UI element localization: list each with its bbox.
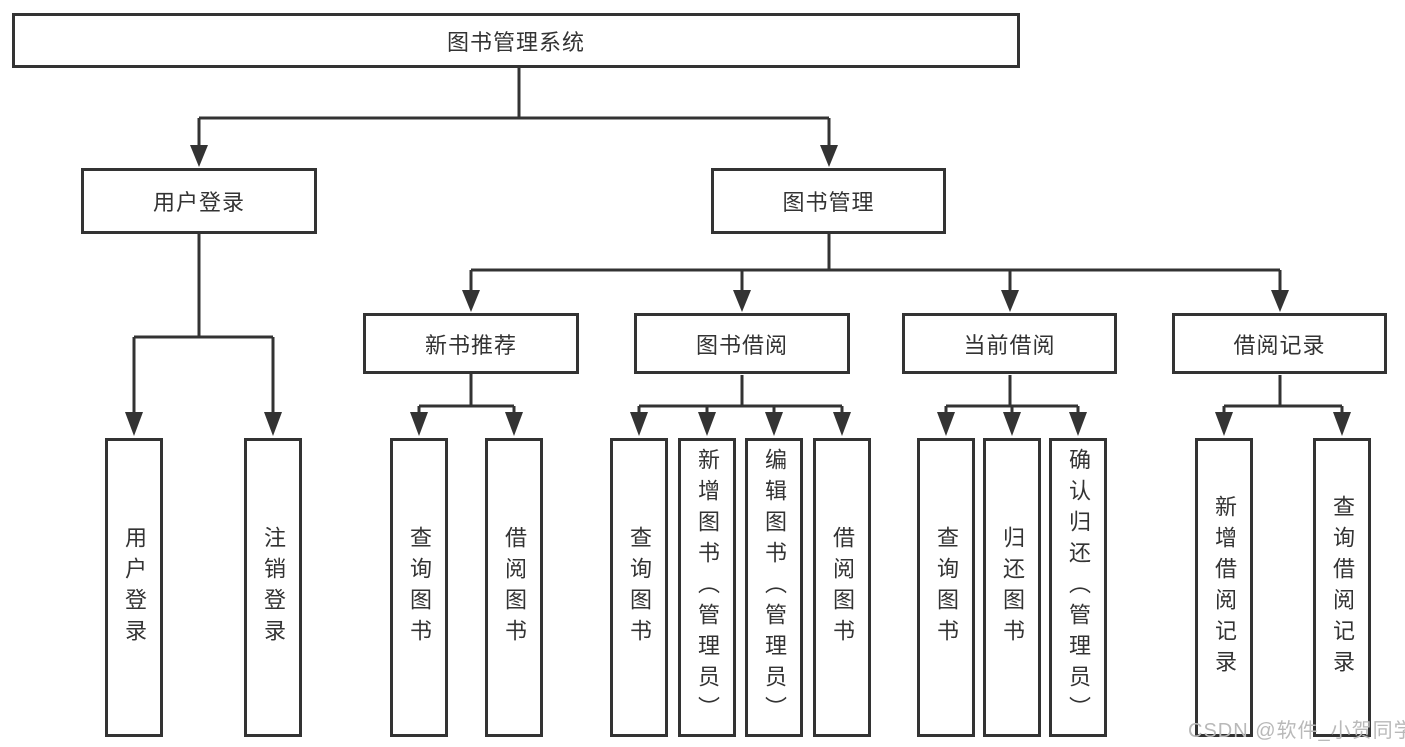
node-label: 用户登录 <box>122 525 147 650</box>
node-user-login: 用户登录 <box>81 168 317 234</box>
node-label: 借阅图书 <box>502 525 527 650</box>
node-label: 查询图书 <box>934 525 959 650</box>
leaf-user-login: 用户登录 <box>105 438 163 737</box>
arrowhead <box>505 412 523 436</box>
node-label: 当前借阅 <box>963 332 1056 358</box>
node-label: 借阅图书 <box>830 525 855 650</box>
node-label: 确认归还（管理员） <box>1066 448 1091 727</box>
arrowhead <box>733 290 751 312</box>
arrowhead <box>1069 412 1087 436</box>
node-new-book-recommend: 新书推荐 <box>363 313 579 374</box>
node-book-management: 图书管理 <box>711 168 946 234</box>
node-label: 借阅记录 <box>1233 332 1326 358</box>
arrowhead <box>1215 412 1233 436</box>
arrowhead <box>410 412 428 436</box>
arrowhead <box>462 290 480 312</box>
leaf-query-books-recommend: 查询图书 <box>390 438 448 737</box>
leaf-add-borrow-record: 新增借阅记录 <box>1195 438 1253 737</box>
leaf-borrow-books: 借阅图书 <box>813 438 871 737</box>
leaf-borrow-books-recommend: 借阅图书 <box>485 438 543 737</box>
node-label: 归还图书 <box>1000 525 1025 650</box>
node-label: 新书推荐 <box>424 332 517 358</box>
arrowhead <box>1333 412 1351 436</box>
leaf-query-borrow-record: 查询借阅记录 <box>1313 438 1371 737</box>
arrowhead <box>190 145 208 167</box>
arrowhead <box>264 412 282 436</box>
node-current-borrow: 当前借阅 <box>902 313 1117 374</box>
node-label: 新增图书（管理员） <box>695 448 720 727</box>
node-label: 查询借阅记录 <box>1330 494 1355 681</box>
node-label: 图书借阅 <box>695 332 788 358</box>
leaf-edit-books-admin: 编辑图书（管理员） <box>745 438 803 737</box>
node-label: 图书管理系统 <box>446 29 585 55</box>
arrowhead <box>1271 290 1289 312</box>
arrowhead <box>937 412 955 436</box>
node-root-library-system: 图书管理系统 <box>12 13 1020 68</box>
node-borrow-records: 借阅记录 <box>1172 313 1387 374</box>
csdn-watermark: CSDN @软件_小贺同学 <box>1188 720 1405 742</box>
arrowhead <box>125 412 143 436</box>
leaf-return-books: 归还图书 <box>983 438 1041 737</box>
arrowhead <box>1003 412 1021 436</box>
arrowhead <box>630 412 648 436</box>
arrowhead <box>765 412 783 436</box>
leaf-query-books-borrow: 查询图书 <box>610 438 668 737</box>
node-book-borrow: 图书借阅 <box>634 313 850 374</box>
leaf-logout: 注销登录 <box>244 438 302 737</box>
node-label: 查询图书 <box>407 525 432 650</box>
node-label: 图书管理 <box>782 190 875 215</box>
node-label: 查询图书 <box>627 525 652 650</box>
arrowhead <box>820 145 838 167</box>
arrowhead <box>1001 290 1019 312</box>
arrowhead <box>833 412 851 436</box>
leaf-confirm-return-admin: 确认归还（管理员） <box>1049 438 1107 737</box>
node-label: 注销登录 <box>261 525 286 650</box>
node-label: 用户登录 <box>152 190 245 215</box>
node-label: 新增借阅记录 <box>1212 494 1237 681</box>
arrowhead <box>698 412 716 436</box>
leaf-add-books-admin: 新增图书（管理员） <box>678 438 736 737</box>
node-label: 编辑图书（管理员） <box>762 448 787 727</box>
leaf-query-books-current: 查询图书 <box>917 438 975 737</box>
